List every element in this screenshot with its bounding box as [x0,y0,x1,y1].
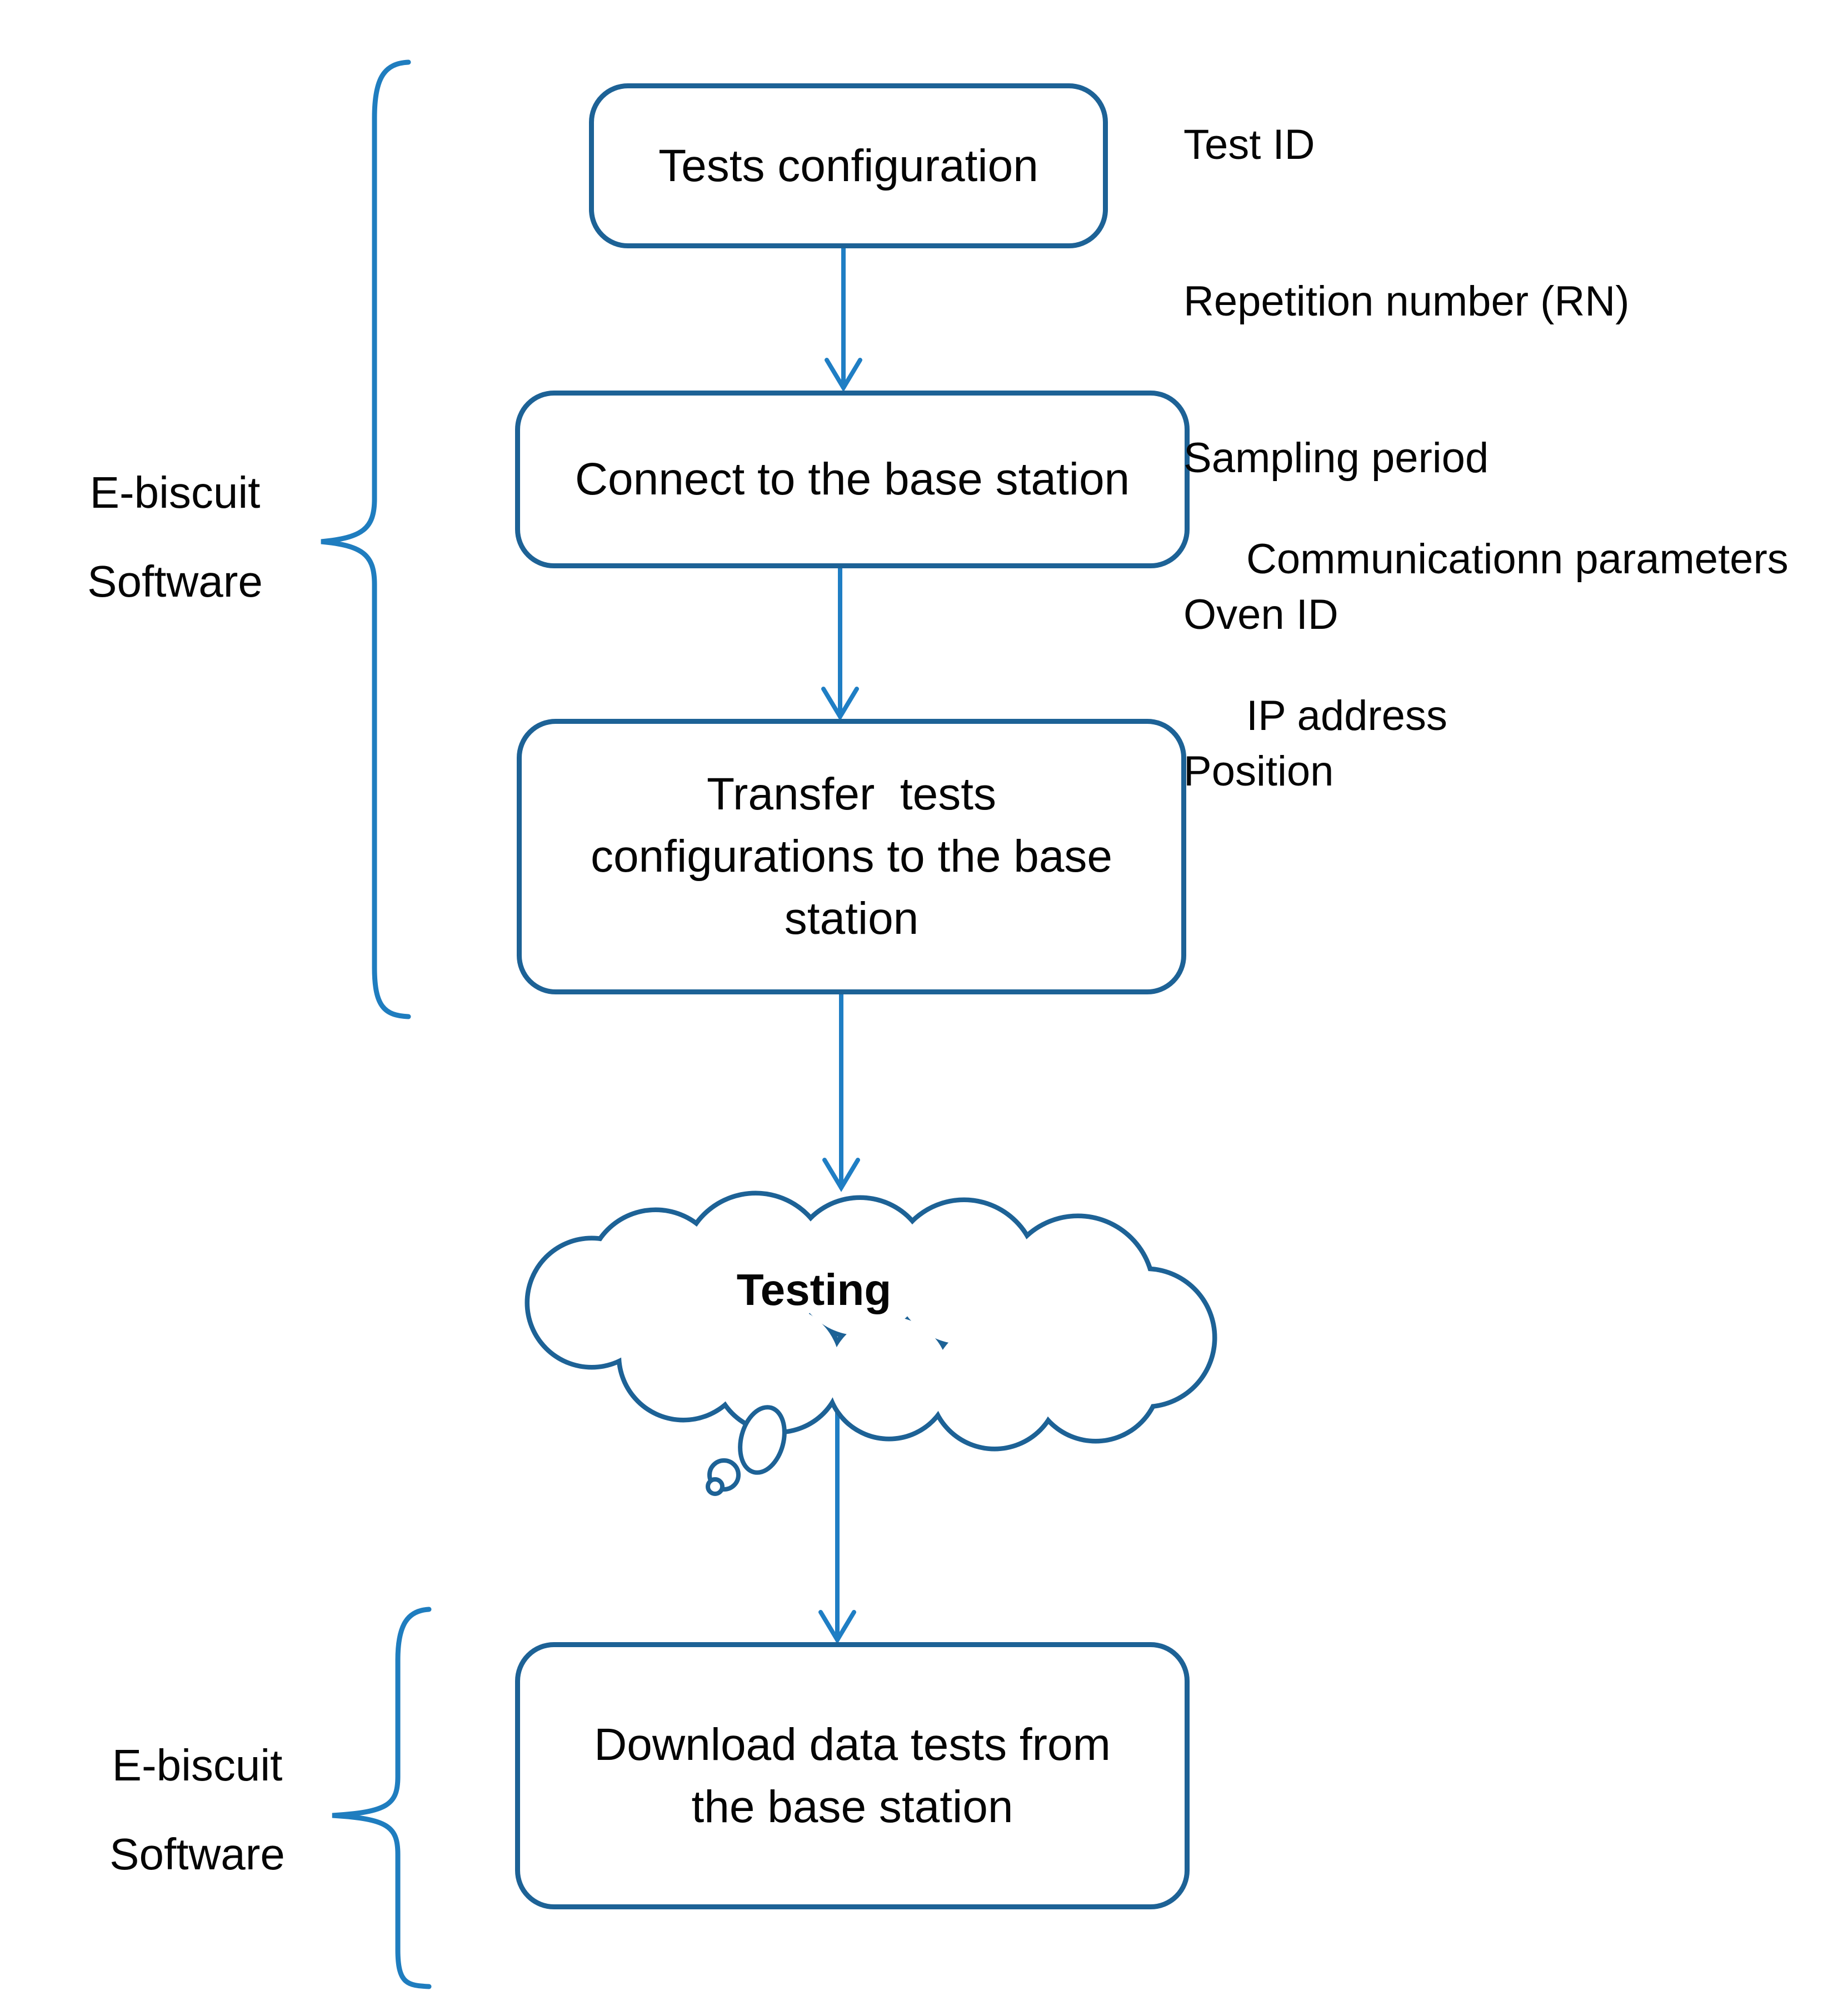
annotation-line: Communicationn parameters [1246,536,1789,583]
box-line: Connect to the base station [575,454,1130,504]
down-arrow-1 [825,246,862,392]
annotation-line: Sampling period [1183,434,1489,482]
down-arrow-3 [822,992,860,1192]
box-line: Transfer tests [707,769,996,819]
testing-cloud [525,1190,1217,1452]
label-ebiscuit-software-bottom: E-biscuit Software [56,1721,339,1899]
box-line: the base station [691,1781,1013,1832]
label-ebiscuit-software-top: E-biscuit Software [33,448,317,626]
flow-box-transfer-configurations: Transfer tests configurations to the bas… [517,719,1186,994]
annotation-connection-params: Communicationn parameters IP address [1246,429,1789,847]
label-line: Software [87,557,263,606]
annotation-line: Repetition number (RN) [1183,278,1630,325]
annotation-line: Oven ID [1183,591,1338,638]
cloud-tail [706,1405,787,1496]
flow-box-connect-base-station: Connect to the base station [515,391,1190,568]
down-arrow-2 [821,566,859,721]
annotation-line: IP address [1246,692,1447,739]
down-arrow-4 [818,1399,856,1644]
annotation-line: Position [1183,748,1334,795]
curly-brace-top [321,59,411,1019]
flow-box-download-data-tests: Download data tests from the base statio… [515,1642,1190,1909]
box-line: station [784,893,919,944]
label-line: E-biscuit [89,468,261,517]
annotation-line: Test ID [1183,121,1315,168]
cloud-label-testing: Testing [736,1265,892,1314]
label-line: Software [109,1829,285,1879]
box-line: Tests configuration [658,140,1038,191]
curly-brace-bottom [332,1607,432,1989]
flow-box-tests-configuration: Tests configuration [589,83,1108,248]
box-line: Download data tests from [594,1719,1111,1770]
box-line: configurations to the base [590,831,1113,882]
label-line: E-biscuit [112,1740,283,1790]
annotation-tests-configuration-params: Test ID Repetition number (RN) Sampling … [1183,14,1630,902]
